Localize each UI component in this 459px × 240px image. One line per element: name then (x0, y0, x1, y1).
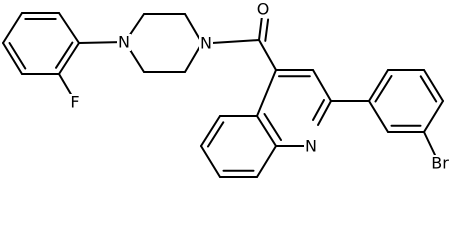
atom-fluorine: F (69, 93, 82, 112)
atom-quinoline-n: N (304, 137, 318, 156)
atom-labels: O N N F N Br (69, 0, 454, 173)
bond-fph-6 (58, 42, 80, 75)
fluorine-label: F (70, 93, 79, 112)
bond-carbonyl-o-double (264, 18, 270, 42)
bond-carbonyl-o (258, 15, 263, 41)
bond-fph-4-double (8, 42, 27, 70)
bond-c-br (423, 131, 436, 156)
structure-canvas: O N N F N Br (2, 0, 454, 178)
bond-q-c8a-c4a-double (263, 113, 282, 141)
bond-q-c8-c8a (256, 145, 277, 178)
bond-fph-1 (58, 12, 80, 44)
piperazine-n-left-label: N (118, 33, 130, 52)
bond-q-c6-c7 (200, 145, 221, 178)
bond-brph-6 (368, 100, 389, 133)
atom-piperazine-n-right: N (199, 34, 213, 53)
atom-oxygen: O (256, 0, 270, 19)
oxygen-label: O (257, 0, 270, 19)
piperazine-n-right-label: N (200, 34, 212, 53)
bond-brph-3 (423, 69, 444, 102)
bond-q-c5-c6 (200, 115, 221, 147)
bond-fph-4 (2, 42, 23, 75)
bond-brph-1 (368, 69, 389, 102)
atom-bromine: Br (426, 154, 454, 173)
bonds (2, 12, 444, 178)
bond-brph-4 (423, 100, 444, 133)
bond-q-c8a-c4a (256, 115, 277, 147)
quinoline-n-label: N (305, 137, 317, 156)
bond-q-c2-n-double (312, 99, 325, 121)
molecule-drawing: O N N F N Br (2, 0, 454, 178)
bond-c-f (58, 73, 73, 97)
bond-q-c2-n (317, 100, 332, 126)
bromine-label: Br (431, 154, 449, 173)
bond-carbonyl-n (211, 39, 260, 44)
bond-carbonyl-c4 (258, 39, 277, 71)
bond-brph-3-double (419, 75, 438, 103)
bond-fph-6-double (55, 41, 74, 69)
atom-piperazine-n-left: N (117, 33, 131, 52)
bond-q-c4a-c4 (256, 69, 277, 117)
bond-fph-3 (2, 12, 23, 44)
bond-brph-1-double (374, 75, 393, 103)
bond-q-c3-c2 (312, 69, 332, 102)
bond-q-c5-c6-double (207, 121, 225, 148)
